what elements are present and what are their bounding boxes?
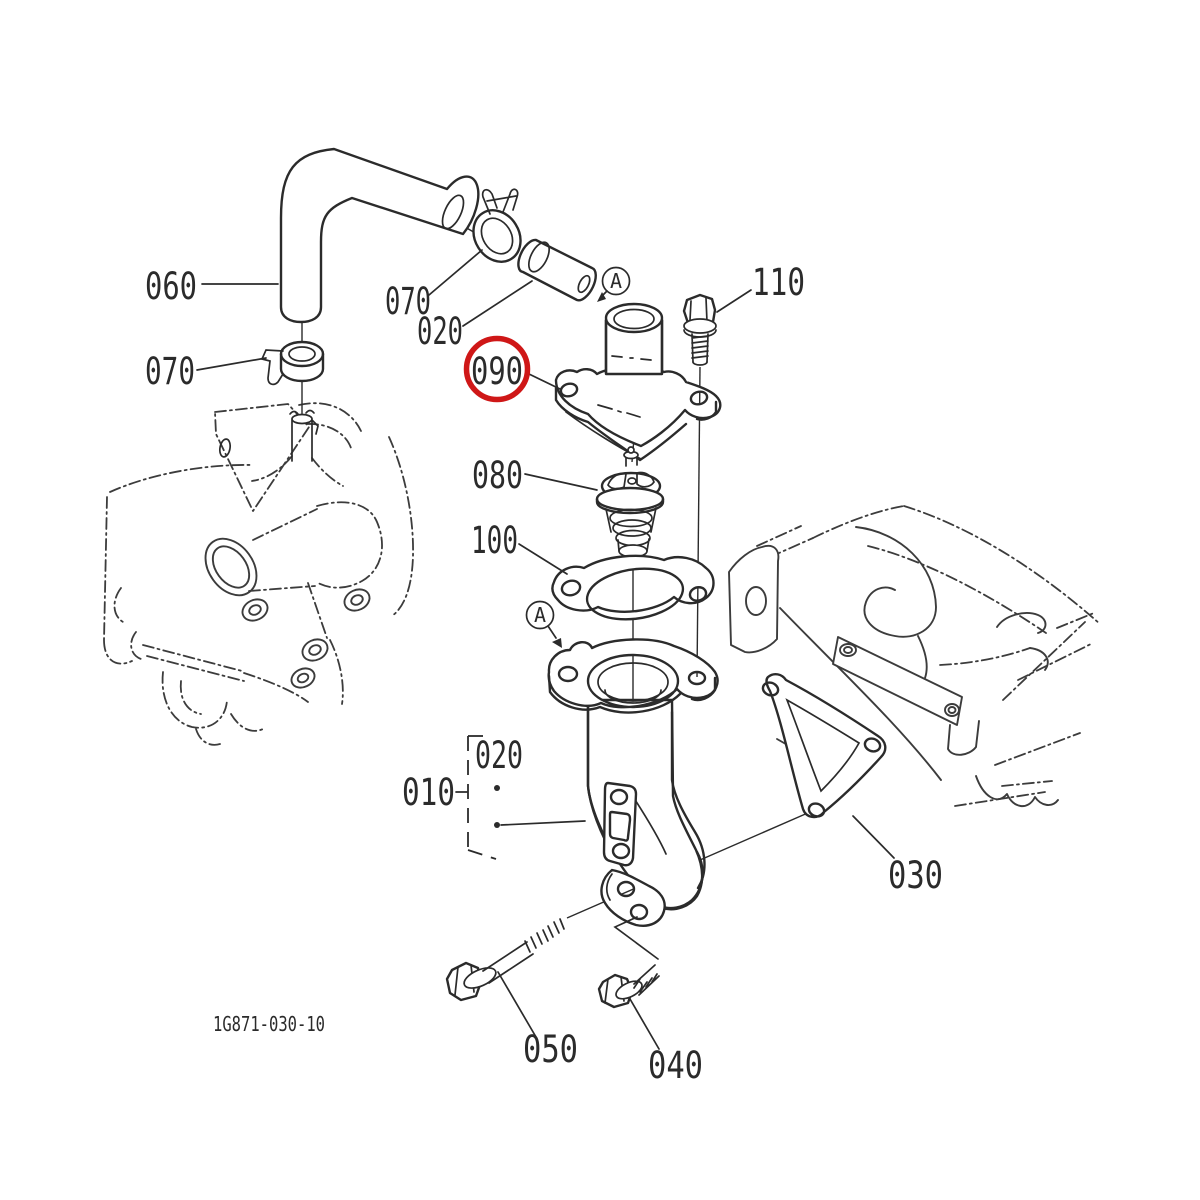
bolt-threads xyxy=(524,918,565,953)
callout-060: 060 xyxy=(145,265,197,308)
hose-clamp-070-upper xyxy=(472,188,522,263)
view-marker-a-lower: A xyxy=(525,600,562,648)
arrowhead-icon xyxy=(597,292,606,302)
leader-lines xyxy=(196,249,895,1050)
elbow-outlet xyxy=(658,850,704,910)
view-marker-letter: A xyxy=(534,603,546,627)
bolt-110 xyxy=(682,293,717,366)
callout-090-highlighted: 090 xyxy=(471,350,523,393)
engine-block-phantom-drawing xyxy=(728,505,1101,807)
view-marker-a-top: A xyxy=(597,266,631,302)
pump-inlet-nipple xyxy=(289,409,319,462)
highlight-ring-090 xyxy=(463,335,531,403)
clamp-screw-tab xyxy=(260,349,284,386)
callout-020-top: 020 xyxy=(417,310,463,353)
water-flange-elbow xyxy=(547,638,719,927)
callout-010: 010 xyxy=(402,771,455,814)
elbow-bracket-plate xyxy=(602,781,638,867)
drawing-code: 1G871-030-10 xyxy=(213,1012,325,1036)
callout-110: 110 xyxy=(752,261,805,304)
hose-open-end xyxy=(441,194,465,230)
bolt-040 xyxy=(597,916,660,1009)
view-marker-letter: A xyxy=(610,269,622,293)
arrowhead-icon xyxy=(552,638,562,648)
bolt-threads xyxy=(691,333,709,363)
callout-050: 050 xyxy=(523,1028,578,1071)
thermostat-080 xyxy=(595,446,665,558)
group-010-bracket xyxy=(455,735,586,860)
callout-040: 040 xyxy=(648,1044,703,1087)
bolt-threads xyxy=(633,964,660,996)
engine-front-phantom-drawing xyxy=(103,402,414,746)
callout-100: 100 xyxy=(471,519,518,562)
callout-070-left: 070 xyxy=(145,350,195,393)
connector-pipe-020 xyxy=(517,238,597,302)
callout-070-top: 070 xyxy=(385,280,431,323)
item-dot-flange xyxy=(494,822,500,828)
bolt-050 xyxy=(445,918,565,1002)
block-mounting-pad xyxy=(832,636,963,726)
bolt-boss-icons xyxy=(241,588,371,689)
radiator-hose-060 xyxy=(279,147,480,324)
thermostat-pin xyxy=(627,446,635,454)
clamp-spring-ears xyxy=(481,188,519,215)
item-dot-020 xyxy=(494,785,500,791)
elbow-foot xyxy=(600,868,666,927)
thermostat-spring xyxy=(609,508,653,547)
block-bracket xyxy=(728,545,780,654)
callout-020-group: 020 xyxy=(475,734,523,777)
callout-080: 080 xyxy=(472,454,523,497)
elbow-flange xyxy=(547,638,719,709)
pipe-bore xyxy=(577,274,591,294)
bridge-cutouts xyxy=(607,471,655,490)
callout-labels: 060 070 070 020 110 090 080 100 020 010 … xyxy=(145,261,943,1087)
gasket-inner-contour xyxy=(785,698,861,793)
gasket-030 xyxy=(761,672,887,819)
hose-clamp-070-lower xyxy=(260,340,325,386)
gasket-100 xyxy=(551,554,715,621)
callout-030: 030 xyxy=(888,854,943,897)
